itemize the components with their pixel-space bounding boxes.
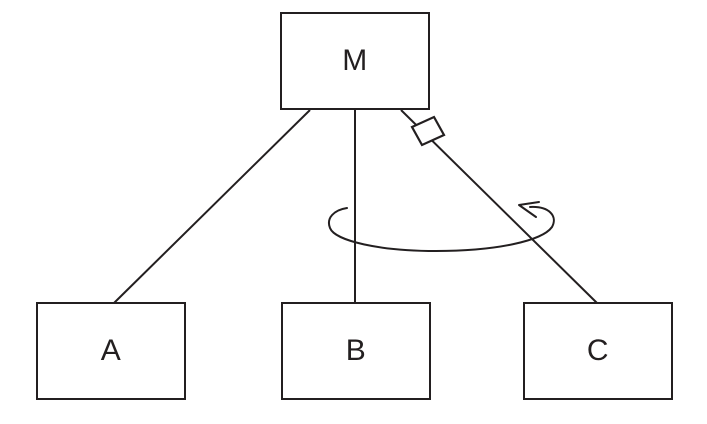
rotation-arrowhead-icon bbox=[518, 201, 540, 218]
rotation-arrow-arc bbox=[328, 205, 555, 253]
node-B: B bbox=[281, 302, 431, 400]
node-C-label: C bbox=[586, 334, 610, 367]
node-A-label: A bbox=[100, 334, 122, 367]
edge-m-a bbox=[113, 109, 311, 304]
node-A: A bbox=[36, 302, 186, 400]
node-C: C bbox=[523, 302, 673, 400]
edge-m-c bbox=[400, 109, 598, 304]
node-M-label: M bbox=[342, 44, 368, 77]
node-B-label: B bbox=[345, 334, 367, 367]
node-M: M bbox=[280, 12, 430, 110]
aggregation-diamond-icon bbox=[410, 115, 446, 147]
